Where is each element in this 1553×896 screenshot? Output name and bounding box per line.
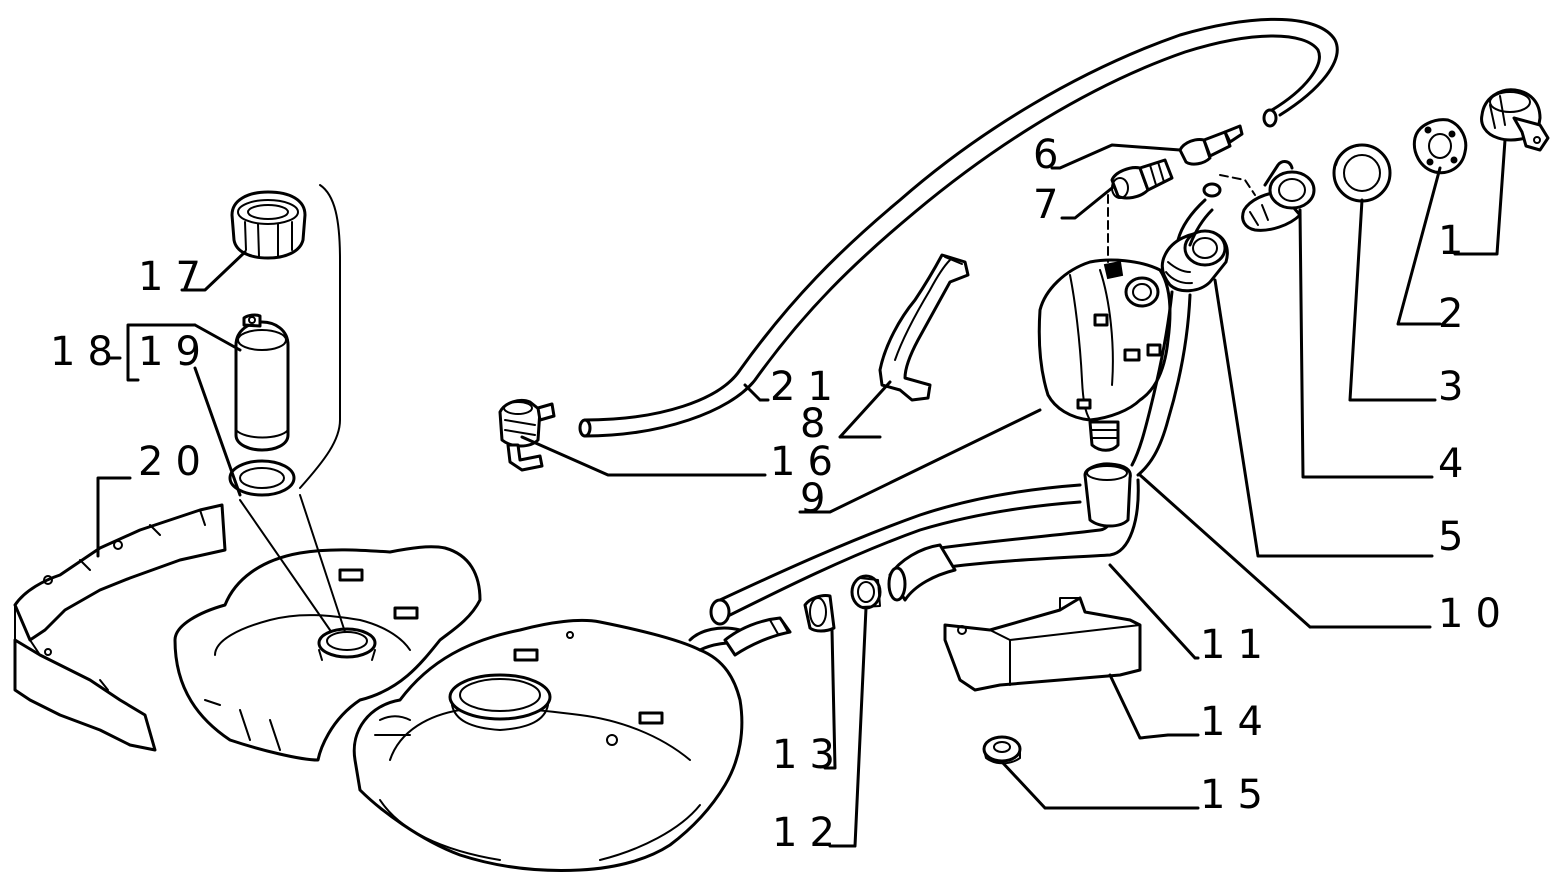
callout-19: 19 <box>138 329 213 375</box>
gasket-3 <box>1332 143 1392 203</box>
callout-9: 9 <box>800 476 837 522</box>
assembly-guide-line <box>299 184 341 489</box>
callout-6: 6 <box>1033 132 1070 178</box>
hose-10 <box>1130 290 1192 477</box>
guide-line-pump-2 <box>299 494 346 633</box>
plate-2 <box>1412 118 1468 175</box>
callout-4: 4 <box>1438 441 1475 487</box>
heat-shield-left <box>13 503 227 752</box>
fuel-cap-1 <box>1480 88 1550 152</box>
guide-line-6 <box>1219 174 1256 196</box>
pump-19 <box>234 313 290 452</box>
callout-11: 11 <box>1200 622 1275 668</box>
callout-1: 1 <box>1438 218 1475 264</box>
bracket-8 <box>878 253 970 402</box>
callout-3: 3 <box>1438 364 1475 410</box>
callout-5: 5 <box>1438 514 1475 560</box>
heat-shield-right <box>943 596 1142 692</box>
guide-line-pump <box>239 499 331 631</box>
callout-13: 13 <box>772 732 847 778</box>
callout-20: 20 <box>138 439 213 485</box>
nut-15 <box>982 735 1022 765</box>
callout-17: 17 <box>138 254 213 300</box>
callout-labels: 1 2 3 4 5 6 7 8 9 10 11 12 13 14 15 16 1… <box>50 132 1513 856</box>
callout-14: 14 <box>1200 699 1275 745</box>
clamp-13 <box>803 594 836 633</box>
callout-10: 10 <box>1438 591 1513 637</box>
canister-9 <box>1037 258 1172 452</box>
callout-8: 8 <box>800 401 837 447</box>
callout-7: 7 <box>1033 182 1070 228</box>
clamp-12 <box>850 574 882 610</box>
fuel-tank <box>173 545 792 872</box>
callout-15: 15 <box>1200 772 1275 818</box>
filler-hose-11 <box>709 462 1140 626</box>
connector-7 <box>1110 158 1174 200</box>
callout-16: 16 <box>770 439 845 485</box>
valve-16 <box>498 398 556 472</box>
callout-21: 21 <box>770 364 845 410</box>
ring-nut-17 <box>230 190 307 260</box>
breather-pipe-4 <box>1241 160 1316 232</box>
filler-neck-5 <box>1160 182 1229 293</box>
connector-6 <box>1178 124 1244 166</box>
gasket-18 <box>228 459 296 497</box>
vent-hose-21 <box>578 17 1339 438</box>
callout-12: 12 <box>772 810 847 856</box>
leader-lines <box>96 138 1507 848</box>
callout-2: 2 <box>1438 291 1475 337</box>
callout-18: 18 <box>50 329 125 375</box>
